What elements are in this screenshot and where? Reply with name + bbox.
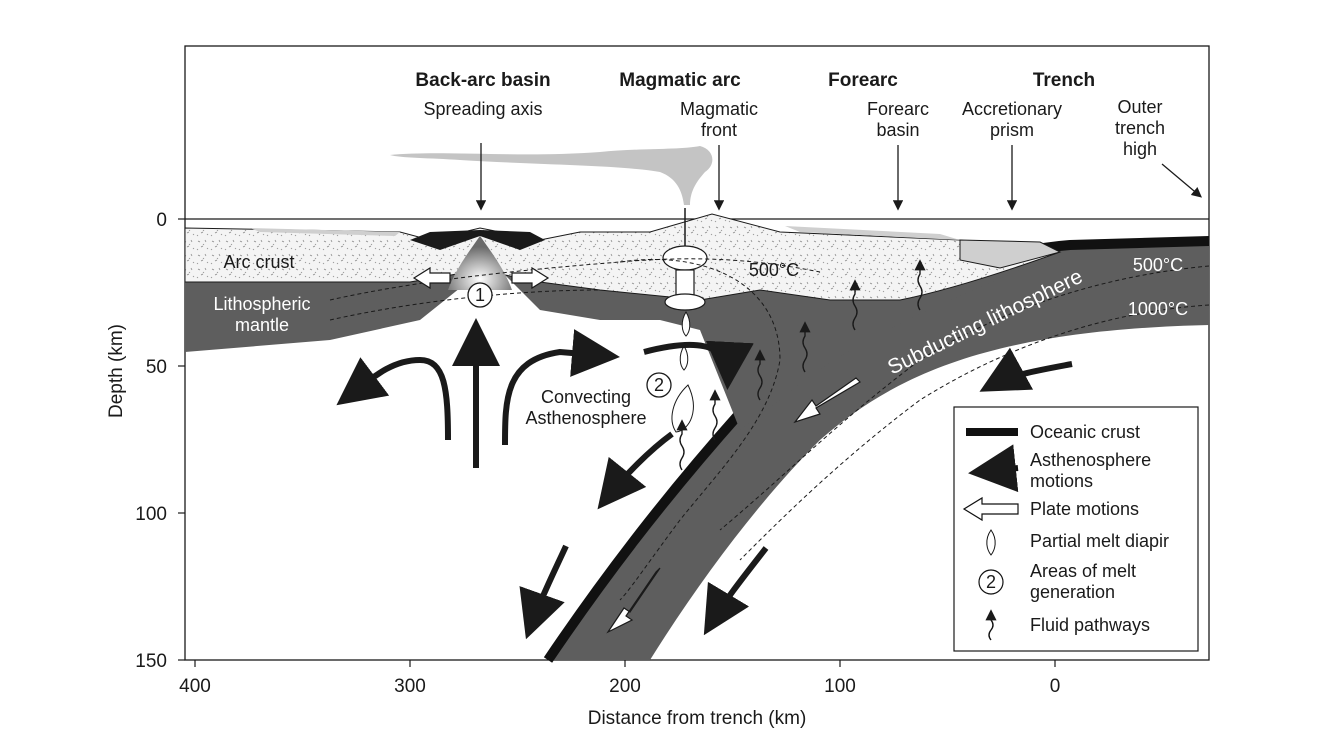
header-magmatic: Magmatic arc	[619, 70, 741, 91]
label-iso-1000: 1000°C	[1128, 299, 1188, 319]
plate-arrow-left	[412, 266, 451, 290]
label-arc-crust: Arc crust	[223, 252, 294, 272]
label-spreading-axis: Spreading axis	[423, 99, 542, 119]
legend-fluid-label: Fluid pathways	[1030, 615, 1150, 635]
y-tick-50: 50	[146, 357, 167, 378]
asthenosphere-arrows	[336, 318, 1073, 640]
plate-motion-arrows	[412, 266, 861, 634]
header-trench: Trench	[1033, 70, 1095, 91]
x-tick-300: 300	[394, 676, 426, 697]
plate-arrow-slab-1	[793, 377, 861, 424]
label-outer-2: trench	[1115, 118, 1165, 138]
legend-oceanic-label: Oceanic crust	[1030, 422, 1140, 442]
x-tick-200: 200	[609, 676, 641, 697]
y-axis-title: Depth (km)	[106, 324, 127, 418]
spreading-plume	[448, 236, 512, 290]
label-magmatic-front-1: Magmatic	[680, 99, 758, 119]
header-backarc: Back-arc basin	[415, 70, 550, 91]
legend-astheno-label-2: motions	[1030, 471, 1093, 491]
forearc-basin-fill	[785, 226, 960, 240]
legend-plate-label: Plate motions	[1030, 499, 1139, 519]
label-magmatic-front-2: front	[701, 120, 737, 140]
label-forearc-basin-1: Forearc	[867, 99, 929, 119]
legend-diapir-swatch	[986, 529, 996, 556]
fluid-pathways	[676, 259, 926, 471]
y-tick-100: 100	[135, 504, 167, 525]
magma-chamber-upper	[662, 245, 708, 271]
back-arc-basin-fill	[410, 230, 545, 250]
legend-fluid-swatch	[985, 609, 997, 641]
melt-marker-2-label: 2	[654, 375, 664, 395]
header-forearc: Forearc	[828, 70, 898, 91]
label-convecting-2: Asthenosphere	[525, 408, 646, 428]
label-outer-3: high	[1123, 139, 1157, 159]
label-accretionary-1: Accretionary	[962, 99, 1062, 119]
volcanic-plume	[390, 146, 713, 205]
plate-arrow-slab-2	[606, 567, 661, 634]
label-outer-1: Outer	[1117, 97, 1162, 117]
legend-astheno-label-1: Asthenosphere	[1030, 450, 1151, 470]
legend-melt-label-1: Areas of melt	[1030, 561, 1136, 581]
backarc-sediment	[250, 228, 400, 236]
label-pointers	[475, 143, 1202, 211]
legend-diapir-label: Partial melt diapir	[1030, 531, 1169, 551]
accretionary-prism	[959, 239, 1062, 269]
legend-melt-marker: 2	[986, 572, 996, 592]
diapir-2	[679, 345, 689, 371]
y-tick-150: 150	[135, 651, 167, 672]
melt-marker-1-label: 1	[475, 285, 485, 305]
legend-melt-swatch	[978, 569, 1004, 595]
label-iso-500: 500°C	[1133, 255, 1183, 275]
x-axis-title: Distance from trench (km)	[588, 708, 807, 729]
melt-marker-2	[646, 372, 672, 398]
melt-marker-1	[467, 282, 493, 308]
legend: Oceanic crust Asthenosphere motions Plat…	[953, 406, 1199, 652]
legend-plate-swatch	[962, 496, 1019, 522]
label-iso-arc: 500°C	[749, 260, 799, 280]
label-convecting-1: Convecting	[541, 387, 631, 407]
x-tick-0: 0	[1050, 676, 1061, 697]
label-accretionary-2: prism	[990, 120, 1034, 140]
legend-astheno-swatch	[968, 444, 1019, 493]
label-litho-2: mantle	[235, 315, 289, 335]
label-forearc-basin-2: basin	[876, 120, 919, 140]
axis-ticks	[178, 218, 1056, 667]
legend-melt-label-2: generation	[1030, 582, 1115, 602]
magma-chamber-lower	[664, 293, 706, 311]
label-litho-1: Lithospheric	[213, 294, 310, 314]
plate-arrow-right	[511, 266, 550, 290]
y-tick-0: 0	[156, 210, 167, 231]
subducting-lithosphere	[548, 238, 1209, 660]
x-tick-400: 400	[179, 676, 211, 697]
diapir-1	[681, 311, 691, 337]
x-tick-100: 100	[824, 676, 856, 697]
